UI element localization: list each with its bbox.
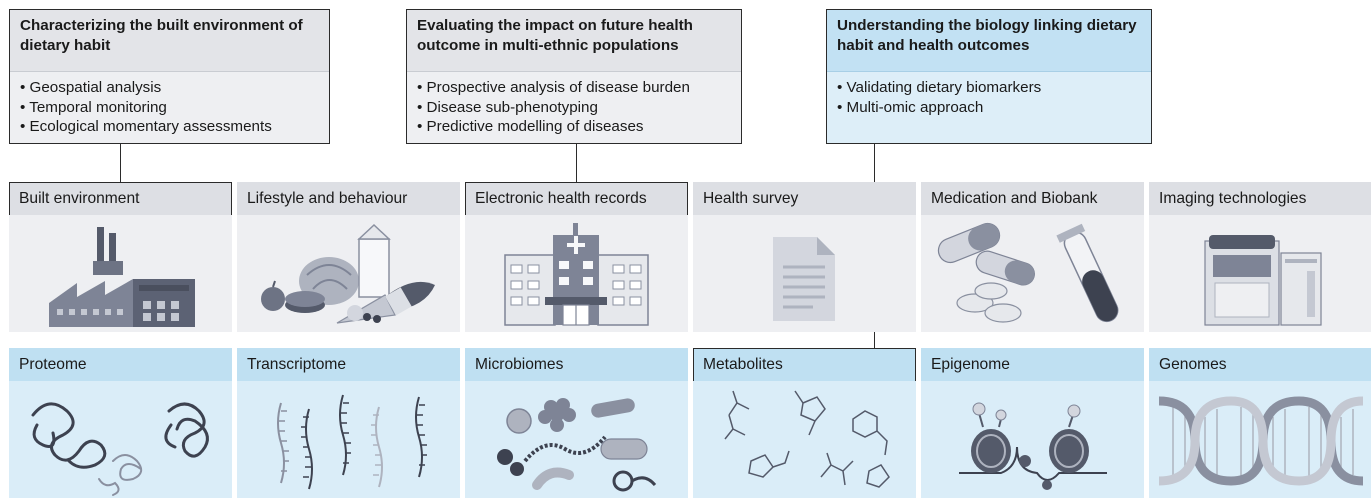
list-item: • Ecological momentary assessments (20, 118, 272, 136)
tile-metabolites: Metabolites (693, 348, 916, 498)
list-item: • Predictive modelling of diseases (417, 118, 644, 136)
info-box-list: • Validating dietary biomarkers • Multi-… (827, 71, 1151, 123)
tile-label: Transcriptome (237, 348, 460, 381)
tile-label: Metabolites (693, 348, 916, 381)
tile-label: Epigenome (921, 348, 1144, 381)
tile-electronic-health-records: Electronic health records (465, 182, 688, 332)
info-box-title: Evaluating the impact on future health o… (407, 10, 741, 71)
protein-icon (31, 402, 209, 496)
tile-label: Health survey (693, 182, 916, 215)
list-item: • Validating dietary biomarkers (837, 79, 1042, 96)
tile-transcriptome: Transcriptome (237, 348, 460, 498)
list-item: • Prospective analysis of disease burden (417, 79, 690, 96)
tile-genomes: Genomes (1149, 348, 1371, 498)
tile-label: Electronic health records (465, 182, 688, 215)
hospital-icon (504, 223, 649, 326)
pills-icon (937, 222, 1119, 323)
food-icon (261, 223, 435, 324)
info-box-list: • Geospatial analysis • Temporal monitor… (10, 71, 329, 143)
chromatin-icon (959, 402, 1107, 490)
molecule-icon (724, 390, 890, 488)
tile-label: Medication and Biobank (921, 182, 1144, 215)
info-box-health-outcome: Evaluating the impact on future health o… (406, 9, 742, 144)
connector-line (120, 144, 122, 182)
tile-microbiomes: Microbiomes (465, 348, 688, 498)
tile-label: Genomes (1149, 348, 1371, 381)
imaging-machine-icon (1204, 235, 1322, 326)
tile-imaging-technologies: Imaging technologies (1149, 182, 1371, 332)
tile-proteome: Proteome (9, 348, 232, 498)
list-item: • Geospatial analysis (20, 79, 162, 96)
list-item: • Temporal monitoring (20, 98, 167, 116)
tile-label: Imaging technologies (1149, 182, 1371, 215)
tile-label: Built environment (9, 182, 232, 215)
tile-epigenome: Epigenome (921, 348, 1144, 498)
list-item: • Disease sub-phenotyping (417, 98, 598, 116)
tile-medication-biobank: Medication and Biobank (921, 182, 1144, 332)
list-item: • Multi-omic approach (837, 98, 984, 116)
tile-health-survey: Health survey (693, 182, 916, 332)
dna-helix-icon (1158, 396, 1364, 486)
info-box-built-environment: Characterizing the built environment of … (9, 9, 330, 144)
connector-line (576, 144, 578, 182)
tile-lifestyle-behaviour: Lifestyle and behaviour (237, 182, 460, 332)
tile-label: Proteome (9, 348, 232, 381)
info-box-title: Understanding the biology linking dietar… (827, 10, 1151, 71)
tile-built-environment: Built environment (9, 182, 232, 332)
tile-label: Lifestyle and behaviour (237, 182, 460, 215)
info-box-title: Characterizing the built environment of … (10, 10, 329, 71)
factory-icon (49, 227, 195, 327)
document-icon (773, 237, 835, 321)
info-box-biology: Understanding the biology linking dietar… (826, 9, 1152, 144)
microbes-icon (497, 398, 657, 492)
info-box-list: • Prospective analysis of disease burden… (407, 71, 741, 143)
tile-label: Microbiomes (465, 348, 688, 381)
rna-strand-icon (277, 394, 427, 490)
